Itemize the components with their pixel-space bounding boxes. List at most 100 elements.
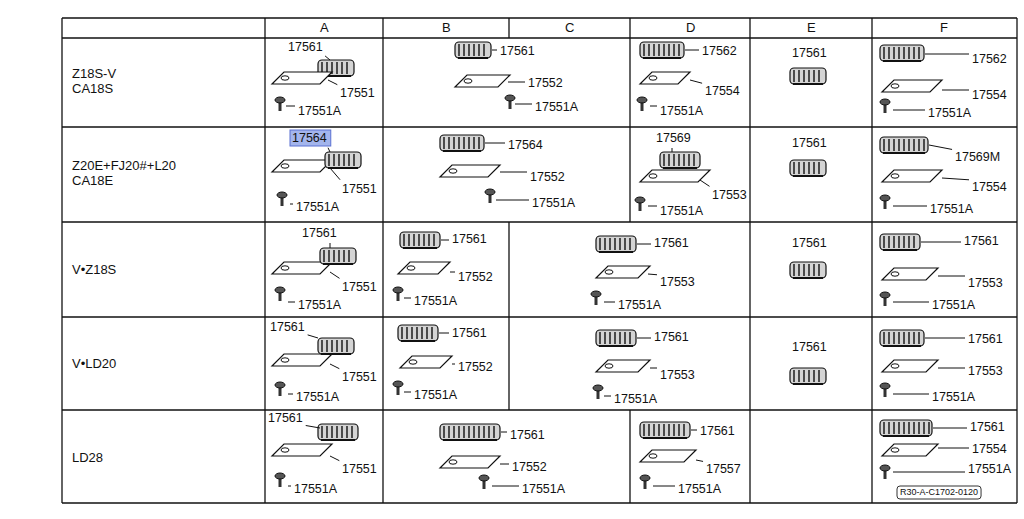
clip-rib <box>818 162 819 174</box>
clip-base <box>663 167 697 169</box>
clip-rib <box>411 327 412 339</box>
leader-line <box>404 392 411 393</box>
clip-rib <box>798 264 799 276</box>
clip-rib <box>336 340 337 352</box>
clip-rib <box>599 238 600 250</box>
screw-part <box>637 97 647 111</box>
leader-line <box>508 82 525 83</box>
leader-line <box>330 243 331 248</box>
leader-line <box>648 206 657 207</box>
leader-line <box>330 272 340 278</box>
clip-rib <box>348 154 349 166</box>
part-number: 17569M <box>955 150 1000 164</box>
part-number: 17554 <box>972 442 1007 456</box>
clip-rib <box>458 426 459 438</box>
clip-rib <box>346 62 347 74</box>
clip-rib <box>346 340 347 352</box>
bracket-part <box>272 354 332 366</box>
clip-base <box>443 439 497 441</box>
clip-base <box>643 437 687 439</box>
part-number: 17551 <box>342 370 377 384</box>
figure-code: R30-A-C1702-0120 <box>900 487 978 498</box>
clip-body <box>455 42 491 58</box>
clip-rib <box>903 47 904 59</box>
leader-line <box>925 54 969 55</box>
part-number: 17561 <box>970 420 1005 434</box>
bracket-part <box>640 450 696 462</box>
bracket-hole <box>891 448 899 452</box>
clip-rib <box>808 162 809 174</box>
screw-head <box>593 385 603 391</box>
part-number: 17551A <box>414 388 457 402</box>
part-number: 17551A <box>928 106 971 120</box>
part-number: 17553 <box>712 188 747 202</box>
clip-rib <box>803 264 804 276</box>
bracket-part <box>882 80 942 92</box>
screw-head <box>880 465 890 471</box>
part-number: 17552 <box>458 270 493 284</box>
part-number: 17553 <box>968 364 1003 378</box>
bracket-plate <box>882 444 938 456</box>
clip-rib <box>813 70 814 82</box>
clip-rib <box>609 238 610 250</box>
leader-line <box>653 486 675 487</box>
part-number: 17551 <box>342 462 377 476</box>
part-number: 17554 <box>705 84 740 98</box>
part-number: 17551A <box>932 298 975 312</box>
clip-body <box>318 338 354 354</box>
grid-line <box>62 316 1017 317</box>
part-number: 17553 <box>968 276 1003 290</box>
clip-rib <box>468 44 469 56</box>
bracket-hole <box>649 76 657 80</box>
screw-head <box>591 291 601 297</box>
bracket-hole <box>449 460 457 464</box>
bracket-plate <box>640 72 690 84</box>
clip-rib <box>918 47 919 59</box>
column-letter: D <box>686 21 695 35</box>
clip-rib <box>643 424 644 436</box>
leader-line <box>685 50 699 51</box>
clip-base <box>793 383 823 385</box>
part-number: 17557 <box>706 462 741 476</box>
leader-line <box>942 178 969 180</box>
clip-rib <box>403 234 404 246</box>
column-letter: A <box>320 21 329 35</box>
clip-rib <box>908 47 909 59</box>
leader-line <box>893 472 965 473</box>
clip-part <box>440 424 500 440</box>
clip-rib <box>338 250 339 262</box>
clip-rib <box>458 44 459 56</box>
screw-part <box>880 383 890 397</box>
leader-line <box>893 206 927 207</box>
screw-head <box>640 475 650 481</box>
clip-rib <box>343 154 344 166</box>
leader-line <box>938 448 969 449</box>
grid-line <box>62 126 1017 127</box>
bracket-plate <box>272 72 332 84</box>
part-number: 17561 <box>654 236 689 250</box>
leader-line <box>500 172 527 173</box>
clip-rib <box>798 370 799 382</box>
bracket-hole <box>649 454 657 458</box>
part-number: 17551 <box>340 86 375 100</box>
clip-rib <box>331 426 332 438</box>
bracket-hole <box>605 364 613 368</box>
grid-line <box>871 18 872 503</box>
screw-head <box>275 287 285 293</box>
leader-line <box>637 244 651 245</box>
screw-head <box>275 382 285 388</box>
screw-part <box>505 95 515 109</box>
leader-line <box>893 394 929 395</box>
leader-line <box>925 338 965 339</box>
part-number: 17551A <box>660 204 703 218</box>
clip-rib <box>463 137 464 149</box>
clip-rib <box>624 332 625 344</box>
leader-line <box>286 106 295 107</box>
clip-rib <box>923 139 924 151</box>
screw-part <box>277 192 287 206</box>
clip-rib <box>908 139 909 151</box>
clip-rib <box>893 236 894 248</box>
clip-rib <box>918 139 919 151</box>
clip-rib <box>903 422 904 434</box>
